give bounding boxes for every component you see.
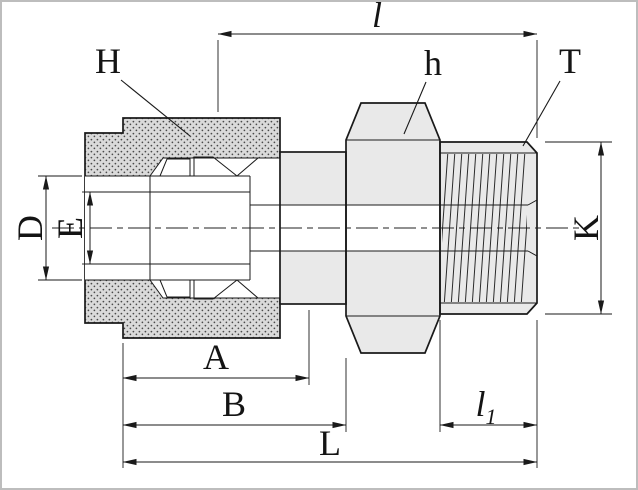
label-E: E — [50, 217, 90, 239]
dimension-labels: H h T l D E K A B L l1 — [10, 0, 606, 463]
label-D: D — [10, 215, 50, 241]
back-ferrule-top — [159, 158, 191, 177]
label-T: T — [559, 41, 581, 81]
dimension-lines — [42, 30, 605, 466]
front-ferrule-bottom — [193, 279, 239, 300]
label-B: B — [222, 384, 246, 424]
internal-detail — [85, 156, 538, 300]
front-ferrule-top — [193, 156, 239, 177]
label-l1-main: l — [475, 384, 485, 424]
outlet-chamfer-bottom — [527, 250, 538, 257]
back-ferrule-bottom — [159, 279, 191, 298]
label-l: l — [372, 0, 382, 35]
label-l1-sub: 1 — [486, 404, 497, 429]
leader-T — [522, 80, 561, 147]
label-L: L — [319, 423, 341, 463]
label-h: h — [424, 43, 442, 83]
label-H: H — [95, 41, 121, 81]
body-seat-line-top — [236, 157, 259, 177]
leader-lines — [120, 79, 561, 147]
leader-h — [403, 81, 427, 135]
label-K: K — [566, 215, 606, 241]
label-l1: l1 — [475, 384, 496, 429]
body-seat-line-bottom — [236, 279, 259, 299]
label-A: A — [203, 337, 229, 377]
outlet-chamfer-top — [527, 199, 538, 206]
leader-H — [120, 79, 191, 137]
